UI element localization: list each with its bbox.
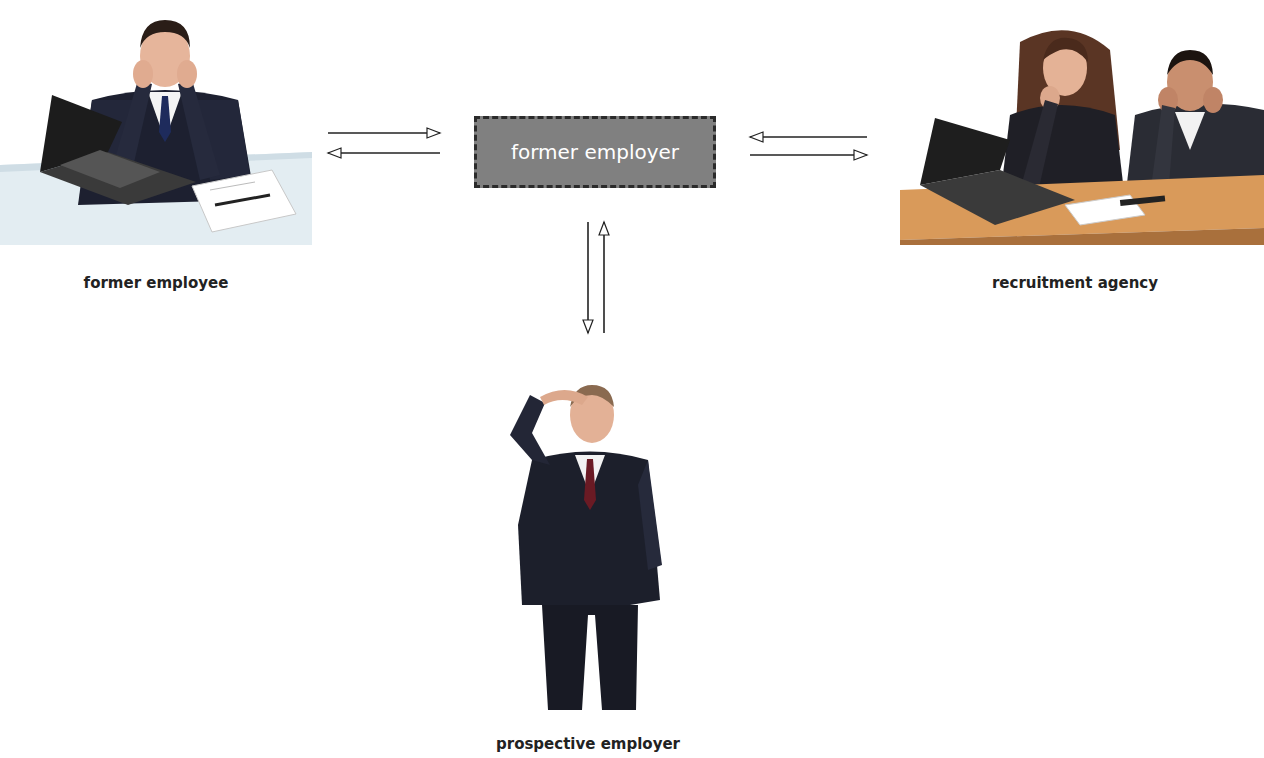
desk-part	[900, 228, 1264, 245]
man-part	[1175, 112, 1205, 150]
arrow-connector	[750, 136, 867, 138]
node-label: prospective employer	[496, 735, 680, 753]
paper	[192, 170, 296, 232]
arrow-connector	[587, 222, 589, 333]
woman-part	[1020, 100, 1058, 192]
man-part	[1203, 87, 1223, 113]
node-label: former employee	[84, 274, 229, 292]
prospective-employer-node: prospective employer	[440, 345, 736, 753]
employee-illustration	[0, 0, 312, 245]
arrow-connector	[750, 154, 867, 156]
man-part	[510, 395, 550, 465]
laptop-part	[60, 150, 160, 188]
paper	[1065, 195, 1165, 225]
laptop	[920, 118, 1075, 225]
man-part	[1167, 50, 1213, 75]
former-employer-box: former employer	[474, 116, 716, 188]
paper-part	[215, 195, 270, 205]
paper-part	[192, 170, 296, 232]
prospective-illustration	[470, 365, 710, 715]
agency-illustration	[900, 0, 1264, 245]
box-label: former employer	[511, 140, 679, 164]
man-part	[178, 80, 220, 180]
arrow-connector	[328, 152, 440, 154]
woman-part	[1043, 38, 1088, 62]
paper-part	[210, 182, 255, 190]
man-part	[540, 390, 588, 405]
arrow-connector	[328, 132, 440, 134]
laptop-part	[920, 118, 1010, 185]
man-part	[140, 20, 190, 48]
man-part	[518, 452, 660, 606]
man	[510, 385, 662, 710]
man-part	[133, 60, 153, 88]
man-part	[584, 459, 596, 510]
woman	[1000, 30, 1125, 200]
man-part	[159, 96, 171, 142]
man-part	[638, 460, 662, 570]
paper-part	[1120, 195, 1165, 206]
arrow-connector	[603, 222, 605, 333]
laptop	[40, 95, 196, 205]
node-label: recruitment agency	[992, 274, 1158, 292]
former-employee-node: former employee	[0, 0, 312, 292]
man-part	[542, 605, 638, 710]
recruitment-agency-node: recruitment agency	[900, 0, 1250, 292]
man-part	[177, 60, 197, 88]
